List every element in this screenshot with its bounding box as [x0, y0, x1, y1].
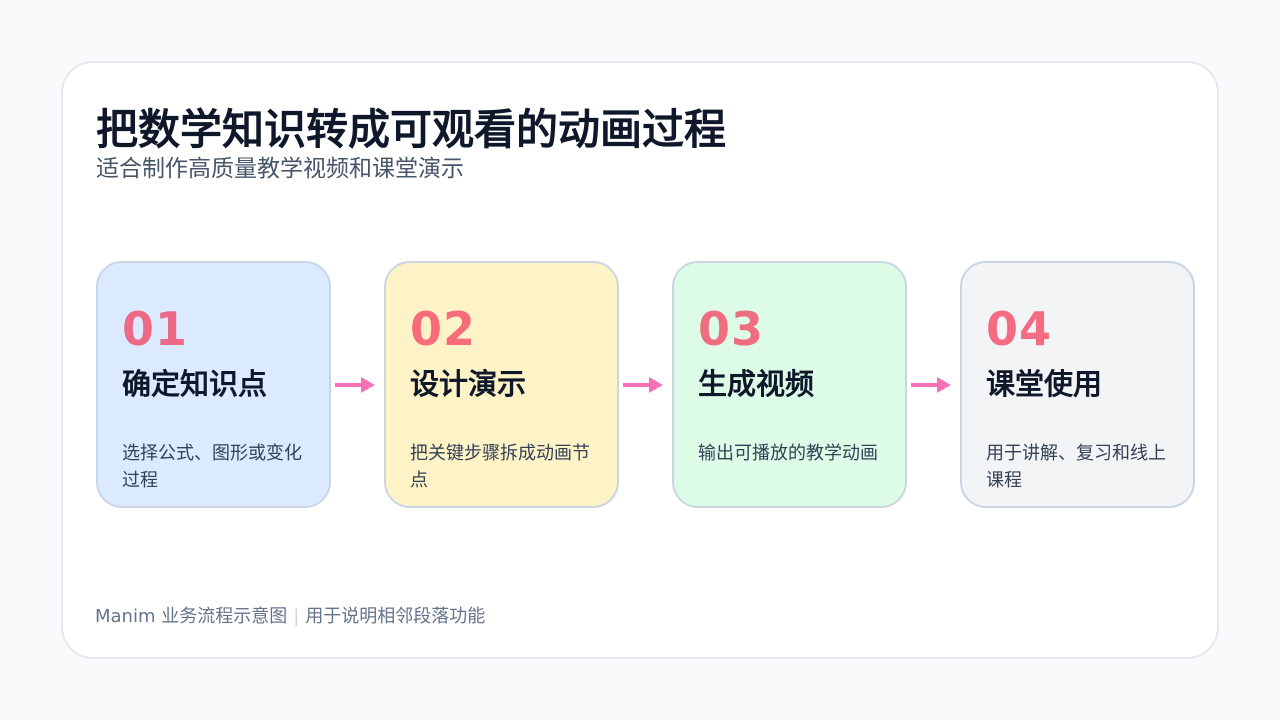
step-card-3: 03 生成视频 输出可播放的教学动画: [672, 261, 907, 508]
step-card-1: 01 确定知识点 选择公式、图形或变化过程: [96, 261, 331, 508]
step-description: 用于讲解、复习和线上课程: [986, 443, 1166, 491]
step-description: 选择公式、图形或变化过程: [122, 443, 302, 491]
step-number: 02: [410, 302, 477, 356]
step-title: 生成视频: [698, 367, 815, 401]
page-title: 把数学知识转成可观看的动画过程: [96, 105, 727, 154]
footer-right-text: 用于说明相邻段落功能: [305, 606, 486, 627]
footer-left-text: Manim 业务流程示意图: [95, 606, 288, 627]
step-number: 03: [698, 302, 765, 356]
arrow-right-icon: [335, 377, 375, 393]
step-title: 课堂使用: [986, 367, 1103, 401]
step-description: 输出可播放的教学动画: [698, 443, 878, 464]
footer-separator: |: [293, 606, 300, 627]
page-subtitle: 适合制作高质量教学视频和课堂演示: [96, 156, 464, 182]
step-number: 01: [122, 302, 189, 356]
step-number: 04: [986, 302, 1053, 356]
arrow-right-icon: [911, 377, 951, 393]
step-title: 设计演示: [410, 367, 527, 401]
step-title: 确定知识点: [122, 367, 268, 401]
arrow-right-icon: [623, 377, 663, 393]
step-description: 把关键步骤拆成动画节点: [410, 443, 590, 491]
footer-caption: Manim 业务流程示意图|用于说明相邻段落功能: [95, 604, 485, 630]
step-card-4: 04 课堂使用 用于讲解、复习和线上课程: [960, 261, 1195, 508]
step-card-2: 02 设计演示 把关键步骤拆成动画节点: [384, 261, 619, 508]
